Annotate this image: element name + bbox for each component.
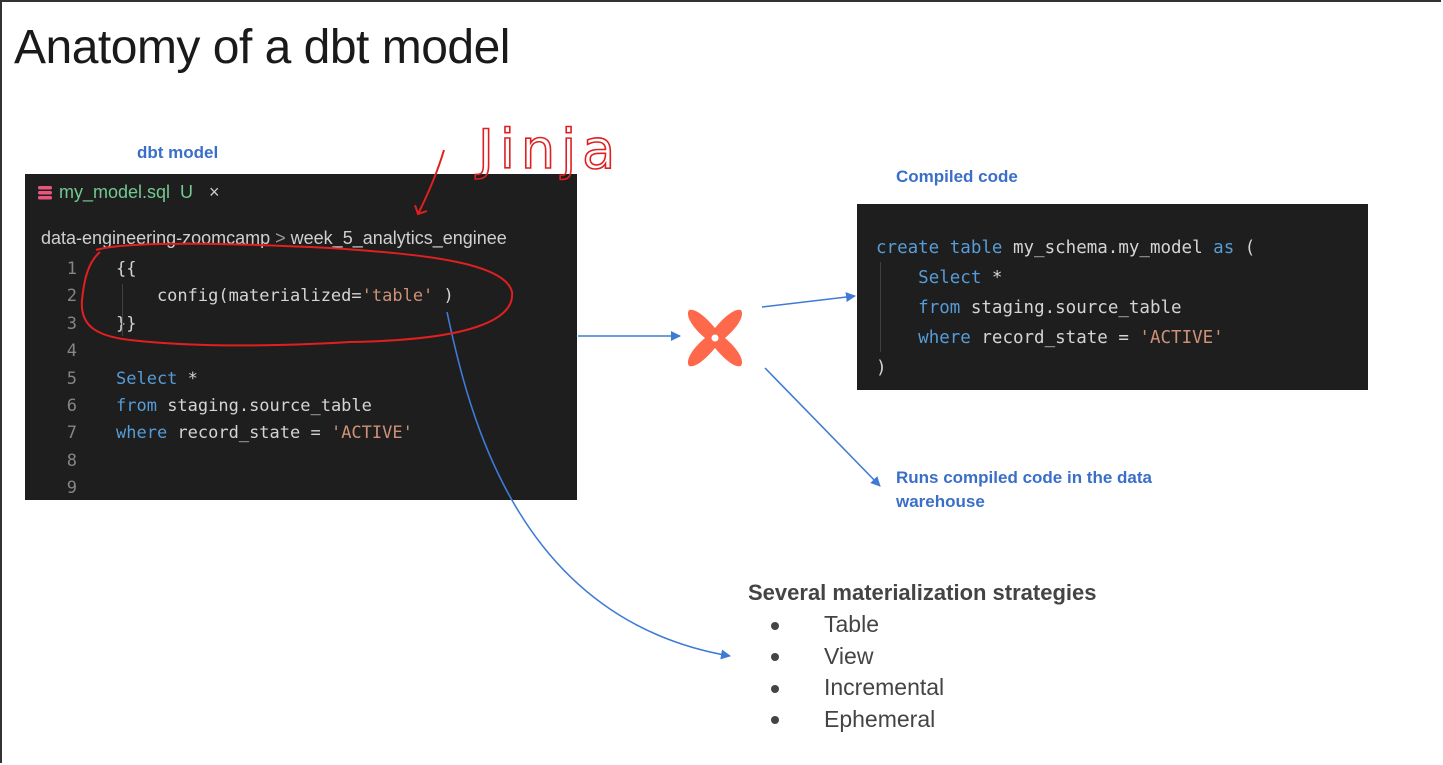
code-line[interactable]: 4	[25, 338, 577, 365]
code-token: Select	[918, 268, 982, 288]
database-icon	[38, 185, 52, 199]
code-token: 'table'	[361, 286, 434, 307]
code-token: 'ACTIVE'	[1139, 328, 1224, 348]
code-token: record_state =	[970, 328, 1140, 348]
code-line[interactable]: 5 Select *	[25, 366, 577, 393]
strategies-heading: Several materialization strategies	[748, 580, 1097, 605]
code-token: where	[116, 423, 168, 444]
bullet-icon	[771, 621, 779, 630]
line-source: Select *	[116, 366, 198, 393]
compiled-code-caption: Compiled code	[896, 167, 1018, 186]
code-token: my_schema.my_model	[1002, 238, 1214, 258]
dbt-model-editor: my_model.sql U × data-engineering-zoomca…	[25, 174, 577, 500]
code-token: create table	[876, 238, 1003, 258]
compiled-code-line: where record_state = 'ACTIVE'	[876, 328, 1224, 348]
code-line[interactable]: 3}}	[25, 311, 577, 338]
strategy-label: View	[824, 642, 874, 669]
file-status-badge: U	[180, 182, 194, 202]
close-icon[interactable]: ×	[209, 182, 220, 202]
code-token: staging.source_table	[960, 298, 1182, 318]
code-token	[876, 298, 918, 318]
runs-compiled-caption: Runs compiled code in the data warehouse	[896, 466, 1152, 514]
breadcrumb: data-engineering-zoomcamp>week_5_analyti…	[41, 228, 507, 249]
code-line[interactable]: 1 {{	[25, 256, 577, 283]
compiled-indent-guide	[880, 262, 881, 352]
line-number: 4	[66, 341, 77, 362]
compiled-code-line: from staging.source_table	[876, 298, 1182, 318]
code-token: 'ACTIVE'	[330, 423, 413, 444]
file-tab[interactable]: my_model.sql U ×	[37, 182, 220, 203]
file-tab-name: my_model.sql	[59, 182, 171, 202]
code-line[interactable]: 9	[25, 475, 577, 500]
code-token: {{	[116, 259, 137, 279]
code-line[interactable]: 8	[25, 448, 577, 475]
slide-title: Anatomy of a dbt model	[14, 21, 510, 74]
code-token: *	[981, 268, 1003, 288]
code-token: from	[116, 395, 157, 416]
code-token: config(materialized=	[116, 286, 362, 307]
bullet-icon	[771, 684, 779, 693]
code-line[interactable]: 7 where record_state = 'ACTIVE'	[25, 420, 577, 447]
strategy-item: View	[771, 643, 873, 670]
line-source: where record_state = 'ACTIVE'	[116, 420, 413, 447]
bullet-icon	[771, 653, 779, 662]
indent-guide	[122, 284, 123, 336]
strategy-label: Ephemeral	[824, 705, 936, 732]
strategy-label: Table	[824, 611, 879, 637]
code-token: }}	[116, 313, 137, 334]
strategy-item: Table	[771, 611, 879, 638]
line-number: 2	[66, 286, 77, 307]
code-token	[876, 328, 918, 348]
dbt-model-caption: dbt model	[137, 143, 219, 162]
line-number: 1	[66, 259, 77, 279]
compiled-code-line: Select *	[876, 268, 1002, 288]
compiled-code-panel: create table my_schema.my_model as ( Sel…	[857, 204, 1368, 390]
breadcrumb-chevron-icon: >	[275, 228, 286, 248]
line-source: config(materialized='table' )	[116, 283, 454, 310]
line-number: 8	[66, 450, 77, 471]
code-token: where	[918, 328, 971, 348]
code-token: )	[876, 358, 887, 378]
code-token: record_state =	[167, 423, 331, 444]
breadcrumb-item[interactable]: week_5_analytics_enginee	[290, 228, 507, 248]
line-source: {{	[116, 256, 136, 283]
compiled-code-line: create table my_schema.my_model as (	[876, 238, 1255, 258]
runs-caption-line-1: Runs compiled code in the data	[896, 468, 1152, 487]
code-token: Select	[116, 368, 178, 389]
strategy-item: Ephemeral	[771, 706, 935, 733]
code-token: )	[433, 286, 454, 307]
bullet-icon	[771, 716, 779, 725]
editor-tab-bar: my_model.sql U ×	[25, 174, 577, 214]
line-source: }}	[116, 311, 136, 338]
line-number: 7	[66, 423, 77, 444]
code-token: as	[1213, 238, 1235, 258]
code-token: from	[918, 298, 961, 318]
runs-caption-line-2: warehouse	[896, 492, 985, 511]
code-line[interactable]: 6 from staging.source_table	[25, 393, 577, 420]
code-token: (	[1234, 238, 1256, 258]
line-number: 3	[66, 313, 77, 334]
line-number: 9	[66, 478, 77, 499]
strategy-item: Incremental	[771, 674, 944, 701]
code-token: staging.source_table	[156, 395, 372, 416]
dbt-logo-icon	[687, 309, 743, 367]
strategy-label: Incremental	[824, 674, 945, 700]
breadcrumb-item[interactable]: data-engineering-zoomcamp	[41, 228, 271, 248]
line-source: from staging.source_table	[116, 393, 372, 420]
code-line[interactable]: 2 config(materialized='table' )	[25, 283, 577, 310]
line-number: 5	[66, 368, 77, 389]
compiled-code-line: )	[876, 358, 887, 378]
line-number: 6	[66, 395, 77, 416]
code-token: *	[177, 368, 198, 389]
code-token	[876, 268, 918, 288]
